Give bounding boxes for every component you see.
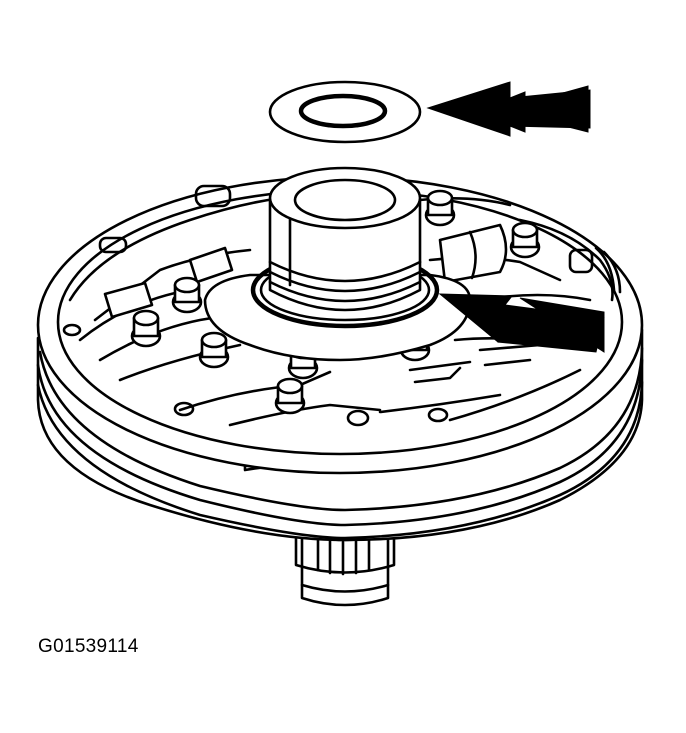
bolt-4: [130, 309, 162, 348]
bolt-3: [171, 276, 203, 314]
double-arrow-left-icon: [438, 293, 605, 353]
bolt-1: [424, 189, 456, 227]
output-shaft: [294, 520, 396, 607]
bolt-5: [198, 331, 230, 369]
figure-code: G01539114: [38, 636, 139, 657]
bolt-8: [274, 377, 306, 415]
stator-hub: [203, 166, 472, 362]
bolt-2: [509, 221, 541, 259]
thrust-washer: [268, 80, 422, 144]
double-arrow-left-icon: [426, 81, 591, 137]
